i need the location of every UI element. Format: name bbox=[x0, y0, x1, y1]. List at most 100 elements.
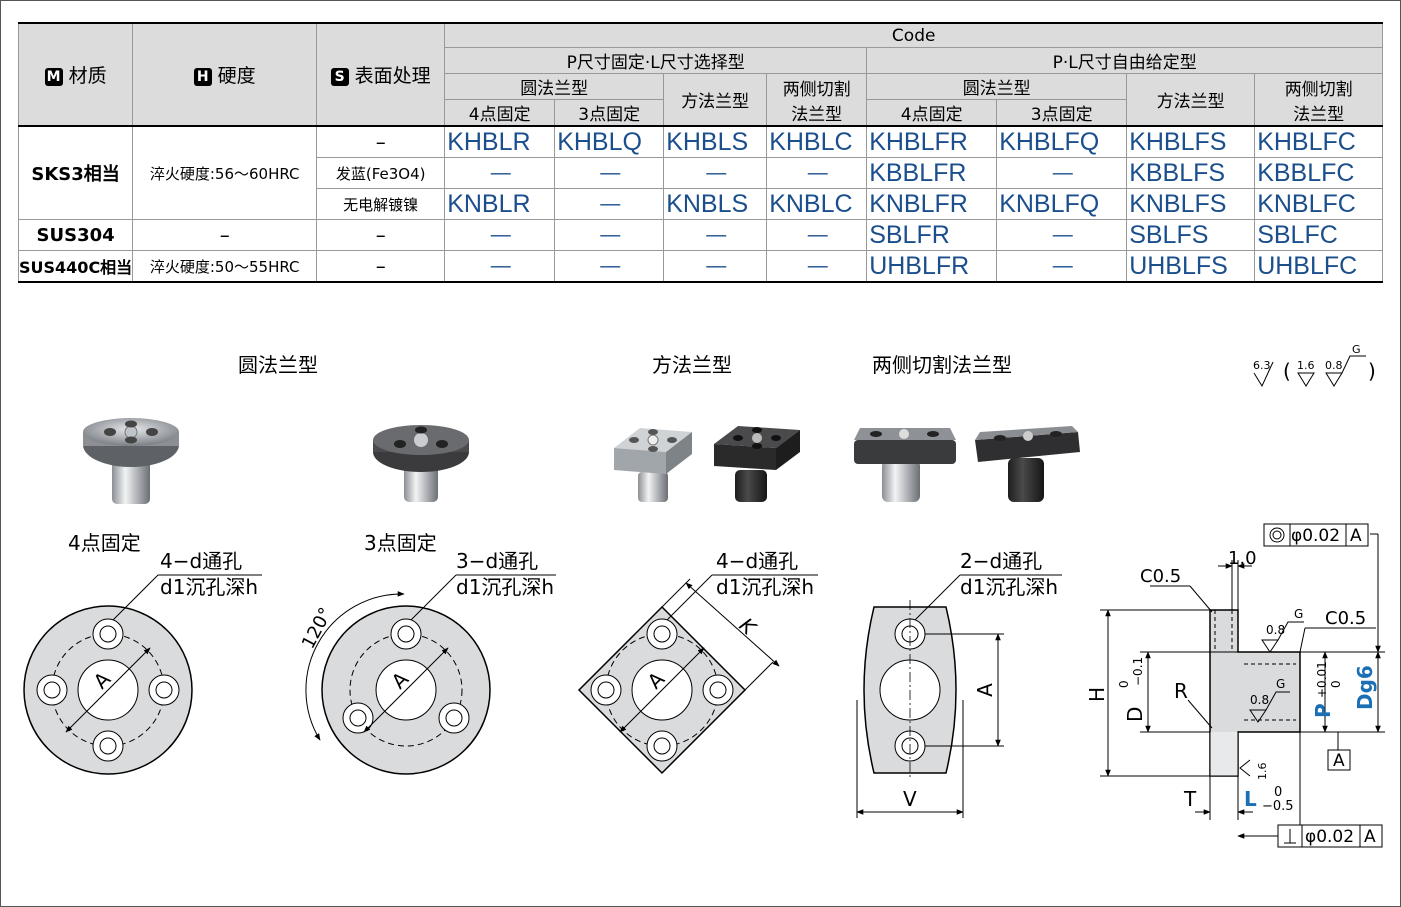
hardness-cell: – bbox=[132, 219, 318, 251]
dim-d-tol-lo: −0.1 bbox=[1131, 657, 1145, 686]
header-row-3: 圆法兰型 方法兰型 两侧切割法兰型 圆法兰型 方法兰型 两侧切割法兰型 bbox=[19, 73, 1384, 127]
drawing-side-section bbox=[1100, 523, 1385, 848]
table-row: SUS304 – – — — — — SBLFR — SBLFS SBLFC bbox=[17, 219, 1384, 251]
hole-spec-1: 3−d通孔 bbox=[456, 549, 538, 573]
dim-r-label: R bbox=[1174, 679, 1188, 703]
cut-p-line2: 法兰型 bbox=[791, 104, 843, 125]
code-cell[interactable]: KNBLR bbox=[444, 188, 556, 220]
header-square-p: 方法兰型 bbox=[663, 73, 768, 127]
tol-top-datum: A bbox=[1350, 526, 1362, 546]
photo-round-4point bbox=[83, 418, 179, 504]
cut-pl-line2: 法兰型 bbox=[1293, 104, 1345, 125]
rough-g-top: G bbox=[1294, 607, 1303, 621]
angle-label: 120° bbox=[298, 604, 337, 652]
code-cell[interactable]: SBLFS bbox=[1126, 219, 1256, 251]
photo-square-light bbox=[614, 428, 692, 502]
header-material: M 材质 bbox=[17, 22, 134, 127]
code-cell[interactable]: KNBLS bbox=[663, 188, 768, 220]
dim-k-label: K bbox=[735, 613, 762, 641]
code-cell[interactable]: UHBLFC bbox=[1254, 250, 1384, 283]
dim-a-label: A bbox=[973, 683, 997, 697]
roughness-0-8: 0.8 bbox=[1325, 359, 1343, 372]
header-fix3-p: 3点固定 bbox=[554, 99, 665, 127]
code-cell[interactable]: KBBLFC bbox=[1254, 157, 1384, 189]
paren-open: ( bbox=[1283, 359, 1291, 383]
roughness-6-3: 6.3 bbox=[1253, 359, 1271, 372]
code-cell: — bbox=[444, 250, 556, 283]
code-cell[interactable]: SBLFR bbox=[866, 219, 998, 251]
photo-square-dark bbox=[714, 426, 800, 502]
header-fix4-p: 4点固定 bbox=[444, 99, 556, 127]
header-row-2: P尺寸固定·L尺寸选择型 P·L尺寸自由给定型 bbox=[19, 47, 1384, 74]
code-cell: — bbox=[996, 219, 1128, 251]
rough-08-top: 0.8 bbox=[1266, 623, 1285, 637]
caption-square-flange: 方法兰型 bbox=[652, 353, 732, 377]
roughness-mark-icon bbox=[1253, 361, 1274, 388]
code-cell[interactable]: KHBLQ bbox=[554, 125, 665, 158]
code-cell[interactable]: KHBLFC bbox=[1254, 125, 1384, 158]
cut-pl-line1: 两侧切割 bbox=[1284, 79, 1353, 100]
paren-close: ) bbox=[1368, 359, 1376, 383]
hardness-cell: 淬火硬度:50～55HRC bbox=[132, 250, 318, 283]
code-cell[interactable]: KHBLC bbox=[766, 125, 868, 158]
hole-spec-1: 4−d通孔 bbox=[160, 549, 242, 573]
chamfer-left: C0.5 bbox=[1140, 566, 1181, 587]
code-cell[interactable]: KNBLFS bbox=[1126, 188, 1256, 220]
header-round-p: 圆法兰型 bbox=[444, 73, 665, 100]
code-cell: — bbox=[663, 250, 768, 283]
dim-d-tol-up: 0 bbox=[1117, 680, 1131, 688]
material-label: 材质 bbox=[68, 65, 107, 87]
dim-p-tol-up: +0.01 bbox=[1315, 661, 1329, 698]
code-cell[interactable]: KNBLFR bbox=[866, 188, 998, 220]
code-cell: — bbox=[663, 157, 768, 189]
material-badge: M bbox=[44, 68, 63, 86]
code-cell[interactable]: KHBLFQ bbox=[996, 125, 1128, 158]
dim-d-label: D bbox=[1123, 707, 1147, 722]
tol-bot-datum: A bbox=[1364, 827, 1376, 847]
code-cell[interactable]: UHBLFS bbox=[1126, 250, 1256, 283]
tol-top-value: φ0.02 bbox=[1291, 526, 1340, 546]
code-cell[interactable]: UHBLFR bbox=[866, 250, 998, 283]
surface-label: 表面处理 bbox=[354, 65, 431, 87]
code-cell: — bbox=[663, 219, 768, 251]
tol-bot-value: φ0.02 bbox=[1305, 827, 1354, 847]
code-cell[interactable]: KNBLC bbox=[766, 188, 868, 220]
table-row: 发蓝(Fe3O4) — — — — KBBLFR — KBBLFS KBBLFC bbox=[19, 157, 1384, 189]
rough-08-mid: 0.8 bbox=[1250, 693, 1269, 707]
dim-l-tol-lo: −0.5 bbox=[1262, 799, 1294, 814]
dim-p-tol-lo: 0 bbox=[1329, 680, 1343, 688]
code-cell: — bbox=[766, 219, 868, 251]
code-cell[interactable]: KHBLS bbox=[663, 125, 768, 158]
material-cell: SUS304 bbox=[17, 219, 134, 251]
code-cell[interactable]: SBLFC bbox=[1254, 219, 1384, 251]
side-section-labels: φ0.02 A φ0.02 A A C0.5 C0.5 1.0 0.8 G 0.… bbox=[1085, 526, 1377, 847]
surface-badge: S bbox=[330, 68, 349, 86]
code-cell[interactable]: KBBLFR bbox=[866, 157, 998, 189]
code-cell[interactable]: KBBLFS bbox=[1126, 157, 1256, 189]
code-cell[interactable]: KHBLFS bbox=[1126, 125, 1256, 158]
dim-v-label: V bbox=[903, 787, 917, 811]
code-cell[interactable]: KNBLFQ bbox=[996, 188, 1128, 220]
code-cell[interactable]: KHBLFR bbox=[866, 125, 998, 158]
code-cell: — bbox=[554, 157, 665, 189]
datum-a: A bbox=[1333, 751, 1345, 771]
header-fix3-pl: 3点固定 bbox=[996, 99, 1128, 127]
header-round-pl: 圆法兰型 bbox=[866, 73, 1128, 100]
header-group-p: P尺寸固定·L尺寸选择型 bbox=[444, 47, 868, 74]
dim-t-label: T bbox=[1183, 787, 1197, 811]
code-cell[interactable]: KNBLFC bbox=[1254, 188, 1384, 220]
roughness-g: G bbox=[1352, 343, 1361, 356]
drawing-cut-flange bbox=[856, 574, 1062, 818]
hole-spec-2: d1沉孔深h bbox=[160, 575, 258, 599]
chamfer-right: C0.5 bbox=[1325, 608, 1366, 629]
dim-h-label: H bbox=[1085, 687, 1109, 702]
table-row: SKS3相当 淬火硬度:56～60HRC – KHBLR KHBLQ KHBLS… bbox=[17, 125, 1384, 220]
surface-cell: – bbox=[316, 219, 446, 251]
hole-spec-2: d1沉孔深h bbox=[456, 575, 554, 599]
photo-cut-light bbox=[854, 428, 956, 502]
roughness-mark-icon bbox=[1325, 355, 1366, 387]
roughness-symbols: 6.3 ( 1.6 0.8 G ) bbox=[1253, 343, 1376, 388]
drawing-round-3point bbox=[305, 574, 556, 775]
